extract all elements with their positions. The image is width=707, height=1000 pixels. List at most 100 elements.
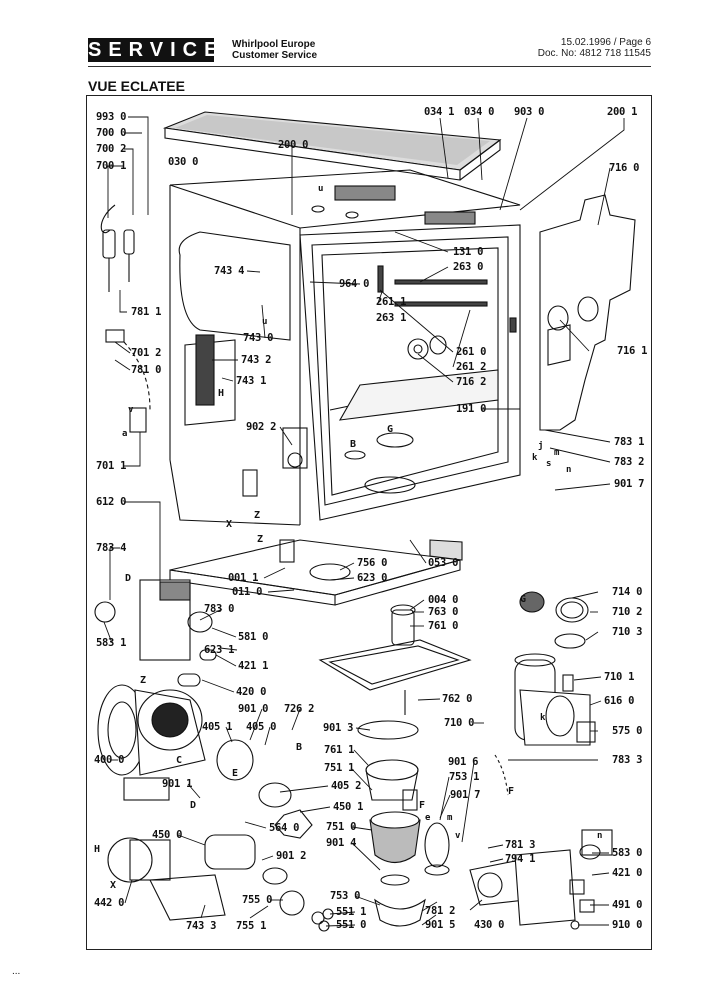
part-label-901-7b: 901 7	[450, 789, 481, 801]
connector-letter-k: k	[540, 713, 546, 723]
connector-letter-g: G	[520, 594, 526, 605]
part-label-700-2: 700 2	[96, 143, 127, 155]
part-label-901-2: 901 2	[276, 850, 307, 862]
part-label-743-3: 743 3	[186, 920, 217, 932]
part-label-011-0: 011 0	[232, 586, 263, 598]
part-label-491-0: 491 0	[612, 899, 643, 911]
part-label-755-1: 755 1	[236, 920, 267, 932]
connector-letter-d: D	[125, 573, 131, 584]
connector-letter-v: v	[455, 831, 461, 841]
part-label-783-4: 783 4	[96, 542, 127, 554]
part-label-583-0: 583 0	[612, 847, 643, 859]
part-label-004-0: 004 0	[428, 594, 459, 606]
part-label-616-0: 616 0	[604, 695, 635, 707]
part-label-781-3: 781 3	[505, 839, 536, 851]
connector-letter-e-small: e	[425, 813, 431, 823]
part-label-400-0: 400 0	[94, 754, 125, 766]
connector-letter-u: u	[318, 184, 324, 194]
part-label-442-0: 442 0	[94, 897, 125, 909]
part-label-964-0: 964 0	[339, 278, 370, 290]
part-label-743-0: 743 0	[243, 332, 274, 344]
part-label-450-0: 450 0	[152, 829, 183, 841]
connector-letter-j: j	[538, 441, 544, 451]
document-meta: 15.02.1996 / Page 6 Doc. No: 4812 718 11…	[538, 37, 651, 59]
part-label-763-0: 763 0	[428, 606, 459, 618]
date-page: 15.02.1996 / Page 6	[560, 37, 651, 48]
part-label-753-0: 753 0	[330, 890, 361, 902]
part-label-726-2: 726 2	[284, 703, 315, 715]
part-label-781-0: 781 0	[131, 364, 162, 376]
section-title: VUE ECLATEE	[88, 78, 185, 94]
part-label-743-1: 743 1	[236, 375, 267, 387]
leader-lines	[103, 116, 625, 927]
part-label-623-1: 623 1	[204, 644, 235, 656]
part-label-261-2: 261 2	[456, 361, 487, 373]
connector-letter-n: n	[597, 831, 603, 841]
service-badge: SERVICE	[88, 38, 225, 62]
company-block: Whirlpool Europe Customer Service	[232, 39, 317, 61]
part-label-903-0: 903 0	[514, 106, 545, 118]
part-label-450-1: 450 1	[333, 801, 364, 813]
part-label-700-1: 700 1	[96, 160, 127, 172]
inlet-hoses	[100, 204, 151, 433]
part-label-716-0: 716 0	[609, 162, 640, 174]
part-label-743-2: 743 2	[241, 354, 272, 366]
part-label-993-0: 993 0	[96, 111, 127, 123]
part-label-700-0: 700 0	[96, 127, 127, 139]
part-label-755-0: 755 0	[242, 894, 273, 906]
part-label-710-1: 710 1	[604, 671, 635, 683]
part-label-761-0: 761 0	[428, 620, 459, 632]
part-label-902-2: 902 2	[246, 421, 277, 433]
part-label-701-1: 701 1	[96, 460, 127, 472]
part-label-743-4: 743 4	[214, 265, 245, 277]
connector-letter-a: a	[122, 429, 128, 439]
connector-letter-z: Z	[257, 534, 263, 545]
part-label-716-1: 716 1	[617, 345, 648, 357]
part-label-714-0: 714 0	[612, 586, 643, 598]
part-label-420-0: 420 0	[236, 686, 267, 698]
connector-letter-f: F	[419, 800, 425, 811]
part-label-710-2: 710 2	[612, 606, 643, 618]
connector-letter-f: F	[508, 786, 514, 797]
part-label-751-0: 751 0	[326, 821, 357, 833]
part-label-710-0: 710 0	[444, 717, 475, 729]
part-label-761-1: 761 1	[324, 744, 355, 756]
part-label-910-0: 910 0	[612, 919, 643, 931]
part-label-901-1: 901 1	[162, 778, 193, 790]
part-label-191-0: 191 0	[456, 403, 487, 415]
connector-letter-u: u	[262, 317, 268, 327]
company-name: Whirlpool Europe	[232, 39, 316, 50]
part-label-901-7a: 901 7	[614, 478, 645, 490]
part-label-421-1: 421 1	[238, 660, 269, 672]
part-label-901-6: 901 6	[448, 756, 479, 768]
part-label-421-0: 421 0	[612, 867, 643, 879]
part-label-783-0: 783 0	[204, 603, 235, 615]
part-label-034-1: 034 1	[424, 106, 455, 118]
connector-letter-m: m	[447, 813, 453, 823]
part-label-783-3: 783 3	[612, 754, 643, 766]
part-label-581-0: 581 0	[238, 631, 269, 643]
part-label-551-0: 551 0	[336, 919, 367, 931]
part-label-623-0: 623 0	[357, 572, 388, 584]
connector-letter-z: Z	[254, 510, 260, 521]
part-label-781-2: 781 2	[425, 905, 456, 917]
connector-letter-g: G	[387, 424, 393, 435]
part-label-701-2: 701 2	[131, 347, 162, 359]
part-label-405-1: 405 1	[202, 721, 233, 733]
part-label-405-0: 405 0	[246, 721, 277, 733]
diagram-frame	[86, 95, 652, 950]
cabinet-body	[169, 169, 521, 526]
worktop-lid	[162, 111, 502, 181]
part-label-901-5: 901 5	[425, 919, 456, 931]
connector-letter-v: v	[128, 405, 134, 415]
connector-letter-c: C	[176, 755, 182, 766]
part-label-783-2: 783 2	[614, 456, 645, 468]
part-label-901-3: 901 3	[323, 722, 354, 734]
part-label-261-0: 261 0	[456, 346, 487, 358]
connector-letter-b: B	[350, 439, 356, 450]
part-label-001-1: 001 1	[228, 572, 259, 584]
connector-letter-s: s	[546, 459, 552, 469]
header-divider	[88, 66, 651, 67]
connector-letter-x: X	[226, 519, 232, 530]
